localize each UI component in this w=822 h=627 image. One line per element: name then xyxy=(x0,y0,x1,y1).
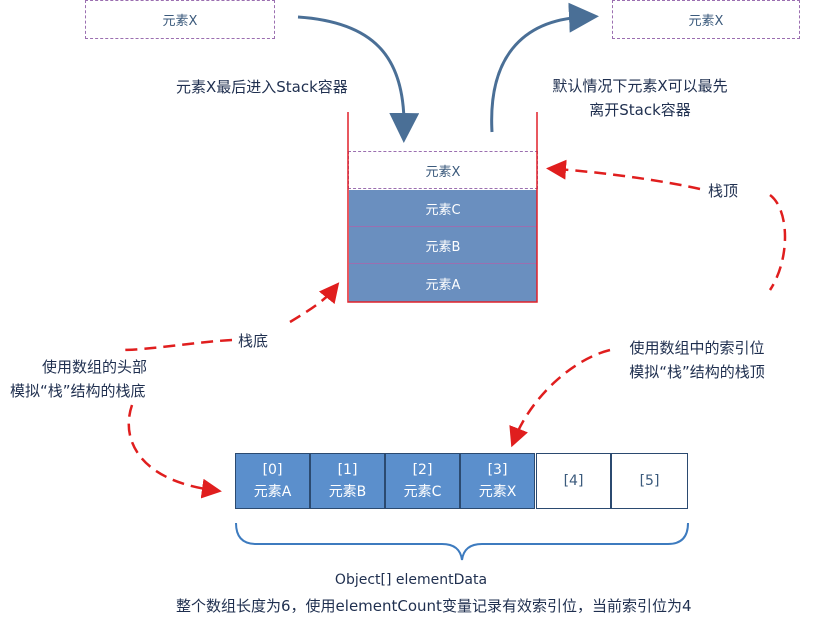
push-arrow xyxy=(297,15,420,143)
pop-caption-line2: 离开Stack容器 xyxy=(589,101,691,119)
stack-top-slot: 元素X xyxy=(348,151,538,189)
stack-bottom-arrow xyxy=(289,282,340,324)
incoming-element-label: 元素X xyxy=(162,14,198,29)
stack-item-a: 元素A xyxy=(349,264,537,302)
stack-item-b: 元素B xyxy=(349,227,537,264)
stack-top-label: 栈顶 xyxy=(708,182,739,200)
stack-container-outline xyxy=(347,112,538,303)
array-cell-index: [0] xyxy=(262,462,283,478)
array-cell-index: [2] xyxy=(412,462,433,478)
stack-item-label: 元素B xyxy=(425,239,461,255)
right-note-line2: 模拟“栈”结构的栈顶 xyxy=(629,363,765,381)
array-cell-1: [1] 元素B xyxy=(310,453,385,509)
array-name: Object[] elementData xyxy=(334,572,488,588)
array-cell-index: [4] xyxy=(563,473,584,489)
stack-top-curve xyxy=(768,194,787,291)
array-cell-5: [5] xyxy=(611,453,688,509)
stack-item-label: 元素C xyxy=(425,202,461,218)
array-cell-index: [5] xyxy=(639,473,660,489)
stack-top-arrow xyxy=(546,159,701,191)
array-cell-index: [3] xyxy=(487,462,508,478)
left-note-arrow xyxy=(127,404,222,499)
right-note: 使用数组中的索引位 模拟“栈”结构的栈顶 xyxy=(592,336,802,384)
array-cell-index: [1] xyxy=(337,462,358,478)
array-cell-4: [4] xyxy=(536,453,611,509)
stack-top-slot-label: 元素X xyxy=(425,164,461,180)
incoming-element-box: 元素X xyxy=(85,0,275,39)
array-cell-3: [3] 元素X xyxy=(460,453,535,509)
outgoing-element-box: 元素X xyxy=(612,0,800,39)
pop-caption-line1: 默认情况下元素X可以最先 xyxy=(552,77,728,95)
left-note-line1: 使用数组的头部 xyxy=(42,358,148,376)
push-caption: 元素X最后进入Stack容器 xyxy=(176,78,348,96)
outgoing-element-label: 元素X xyxy=(688,14,724,29)
array-cell-value: 元素B xyxy=(328,484,367,500)
stack-bottom-label: 栈底 xyxy=(238,332,269,350)
array-cell-value: 元素A xyxy=(253,484,292,500)
stack-item-c: 元素C xyxy=(349,190,537,227)
array-cell-value: 元素X xyxy=(478,484,517,500)
array-cell-0: [0] 元素A xyxy=(235,453,310,509)
pop-arrow xyxy=(490,2,599,133)
stack-bottom-curve xyxy=(119,338,233,352)
right-note-line1: 使用数组中的索引位 xyxy=(629,339,765,357)
left-note: 使用数组的头部 模拟“栈”结构的栈底 xyxy=(10,355,147,403)
left-note-line2: 模拟“栈”结构的栈底 xyxy=(10,382,146,400)
array-cell-value: 元素C xyxy=(403,484,442,500)
array-description: 整个数组长度为6，使用elementCount变量记录有效索引位，当前索引位为4 xyxy=(176,597,692,615)
right-note-arrow xyxy=(509,348,611,448)
array-cell-2: [2] 元素C xyxy=(385,453,460,509)
pop-caption: 默认情况下元素X可以最先 离开Stack容器 xyxy=(515,74,765,122)
array-brace xyxy=(235,522,689,561)
stack-item-label: 元素A xyxy=(425,277,461,293)
